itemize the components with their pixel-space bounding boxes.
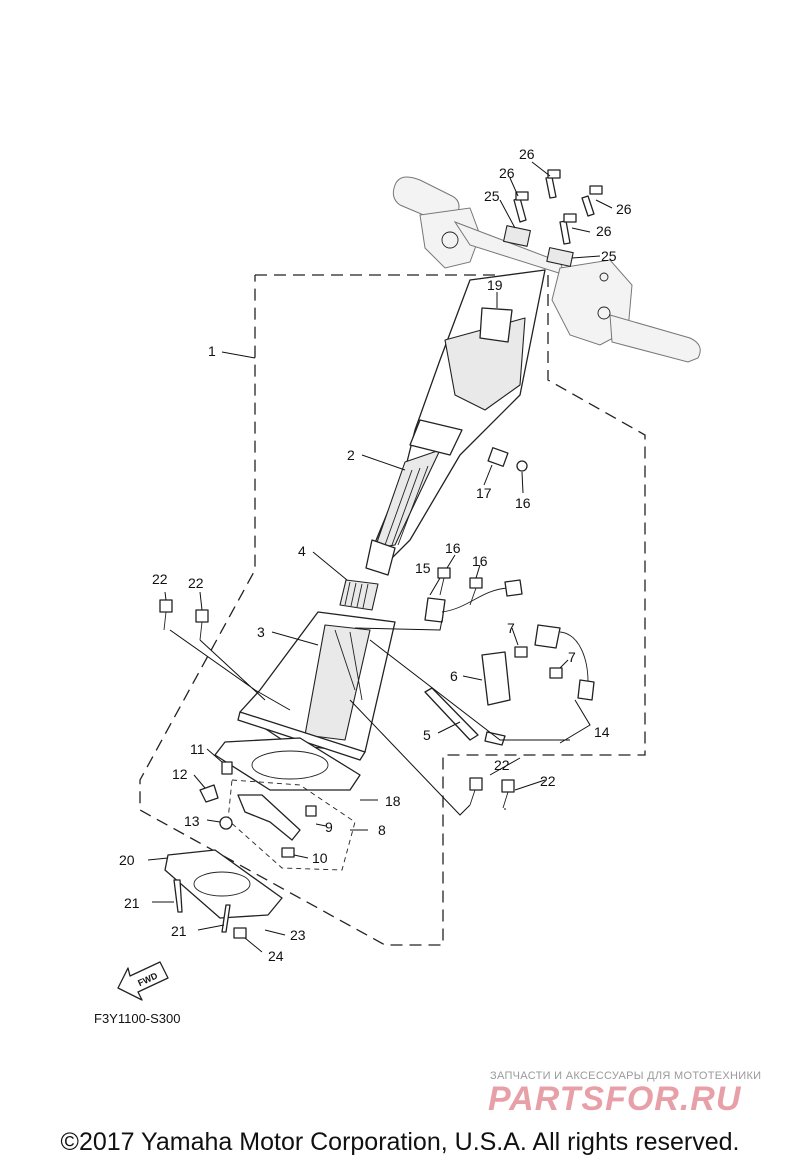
callout-21b: 21 <box>171 923 187 939</box>
callout-26c: 26 <box>616 201 632 217</box>
callout-21a: 21 <box>124 895 140 911</box>
callout-3: 3 <box>257 624 265 640</box>
callout-25a: 25 <box>484 188 500 204</box>
callout-22c: 22 <box>494 757 510 773</box>
copyright-notice: ©2017 Yamaha Motor Corporation, U.S.A. A… <box>60 1128 740 1156</box>
callout-22a: 22 <box>152 571 168 587</box>
callout-6: 6 <box>450 668 458 684</box>
fwd-arrow-icon: FWD <box>117 961 169 1001</box>
callout-5: 5 <box>423 727 431 743</box>
steering-column <box>365 269 546 576</box>
part-19-cover <box>479 307 513 343</box>
callout-8: 8 <box>378 822 386 838</box>
part-4-spline <box>339 579 379 611</box>
callout-22b: 22 <box>188 575 204 591</box>
callout-1: 1 <box>208 343 216 359</box>
callout-23: 23 <box>290 927 306 943</box>
callout-26a: 26 <box>519 146 535 162</box>
handlebar-illustration <box>392 176 701 363</box>
part-18-gasket <box>214 737 361 791</box>
callout-4: 4 <box>298 543 306 559</box>
part-6-holder <box>481 651 511 706</box>
watermark-logo: PARTSFOR.RU <box>488 1080 742 1118</box>
callout-2: 2 <box>347 447 355 463</box>
callout-24: 24 <box>268 948 284 964</box>
assembly-boundary-dashed <box>139 274 646 946</box>
callout-12: 12 <box>172 766 188 782</box>
part-14-sensor <box>534 624 595 701</box>
callout-14: 14 <box>594 724 610 740</box>
callout-26b: 26 <box>499 165 515 181</box>
callout-15: 15 <box>415 560 431 576</box>
callout-9: 9 <box>325 819 333 835</box>
callout-16a: 16 <box>445 540 461 556</box>
callout-11: 11 <box>190 741 205 757</box>
callout-labels: 1 2 3 4 5 6 7 7 8 9 10 11 12 13 14 15 16… <box>119 146 632 964</box>
callout-17: 17 <box>476 485 492 501</box>
callout-25b: 25 <box>601 248 617 264</box>
callout-13: 13 <box>184 813 200 829</box>
part-20-plate <box>164 849 283 919</box>
part-8-bracket <box>237 794 301 841</box>
leader-lines <box>147 161 613 953</box>
callout-26d: 26 <box>596 223 612 239</box>
part-15-sensor <box>424 579 523 623</box>
callout-22d: 22 <box>540 773 556 789</box>
callout-20: 20 <box>119 852 135 868</box>
callout-16b: 16 <box>472 553 488 569</box>
callout-7a: 7 <box>507 620 515 636</box>
callout-16c: 16 <box>515 495 531 511</box>
part-3-housing <box>237 611 396 761</box>
bolt-glyphs <box>159 169 603 939</box>
diagram-code: F3Y1100-S300 <box>94 1011 181 1026</box>
watermark-tagline: ЗАПЧАСТИ И АКСЕССУАРЫ ДЛЯ МОТОТЕХНИКИ <box>490 1070 762 1082</box>
callout-18: 18 <box>385 793 401 809</box>
callout-19: 19 <box>487 277 503 293</box>
callout-7b: 7 <box>568 649 576 665</box>
callout-10: 10 <box>312 850 328 866</box>
part-5-cable-tie <box>424 687 479 741</box>
